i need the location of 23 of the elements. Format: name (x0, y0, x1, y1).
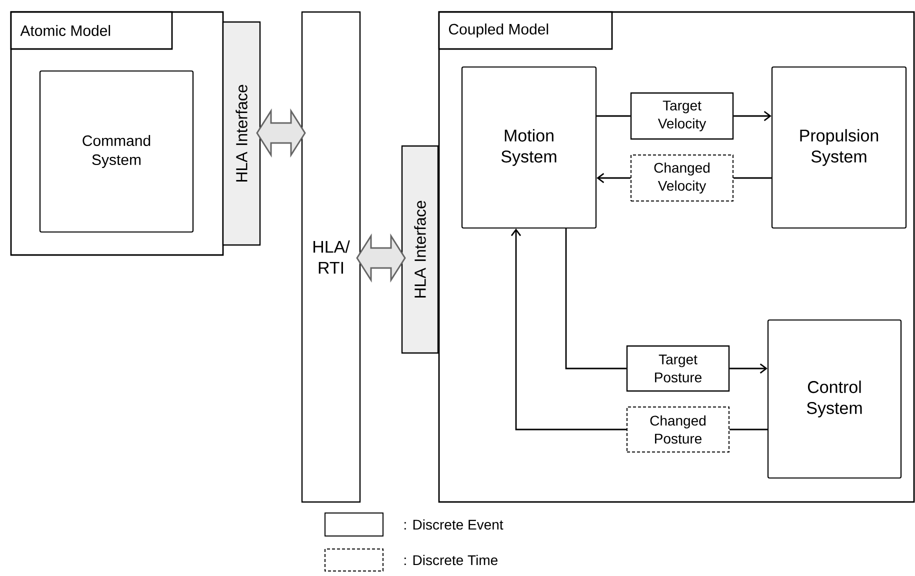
message-box: Target Velocity (630, 92, 734, 140)
interface-bar: HLA Interface (401, 145, 439, 354)
legend-label: : Discrete Time (404, 554, 498, 566)
message-box: Target Posture (626, 345, 730, 392)
connector-line (730, 428, 768, 430)
system-box: Motion System (461, 66, 597, 229)
connector-arrow (510, 228, 626, 430)
interface-bar: HLA Interface (222, 21, 261, 246)
block-arrow (256, 108, 306, 158)
system-box: Propulsion System (771, 66, 907, 229)
connector-arrow (730, 363, 768, 374)
message-box: Changed Posture (626, 406, 730, 452)
connector-line (734, 177, 772, 179)
rti-bar: HLA/ RTI (301, 11, 361, 503)
system-box: Command System (39, 70, 194, 233)
connector-arrow (734, 110, 772, 122)
block-arrow (356, 233, 406, 283)
system-box: Control System (767, 319, 902, 479)
connector-line (596, 115, 630, 117)
connector-line (565, 228, 626, 370)
legend-label: : Discrete Event (404, 519, 504, 530)
connector-arrow (596, 172, 630, 184)
message-box: Changed Velocity (630, 154, 734, 202)
